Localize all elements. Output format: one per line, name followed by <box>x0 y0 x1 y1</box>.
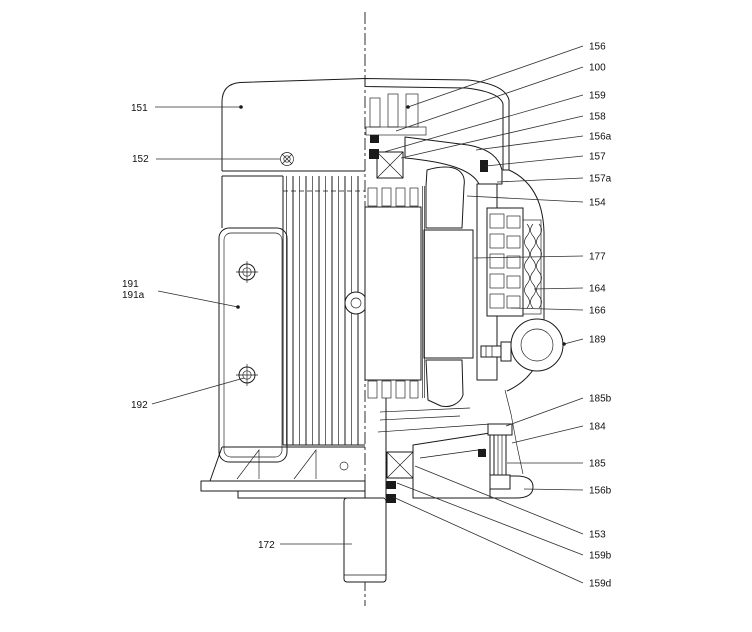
flange-section <box>377 407 534 503</box>
leader-177 <box>473 255 584 259</box>
flange-hatched <box>412 432 491 499</box>
label-156b: 156b <box>589 486 612 497</box>
leader-185b <box>505 397 584 427</box>
leader-156 <box>407 45 584 108</box>
label-192: 192 <box>131 400 148 411</box>
top-cap-exterior <box>221 78 366 172</box>
label-189: 189 <box>589 335 606 346</box>
label-177: 177 <box>589 252 606 263</box>
leader-159 <box>383 94 584 153</box>
base-flange-lip <box>237 490 366 499</box>
leader-189 <box>563 338 584 345</box>
lifting-eye-boss <box>510 318 564 372</box>
rotor-core <box>364 206 422 381</box>
callouts-right: 156 100 159 158 156a 157 157a 154 177 16… <box>383 42 612 590</box>
label-185: 185 <box>589 459 606 470</box>
leader-159b <box>396 482 584 556</box>
terminal-pins <box>365 93 427 136</box>
label-153: 153 <box>589 530 606 541</box>
label-151: 151 <box>131 103 148 114</box>
label-184: 184 <box>589 422 606 433</box>
stator-laminations <box>423 229 474 359</box>
clamp-bolt <box>487 423 513 490</box>
flange-foot <box>489 475 534 499</box>
leader-156b <box>523 488 584 491</box>
leader-192 <box>151 377 245 405</box>
flange-seal <box>478 449 486 457</box>
label-157: 157 <box>589 152 606 163</box>
label-156: 156 <box>589 42 606 53</box>
base-exterior <box>200 446 366 499</box>
label-152: 152 <box>132 154 149 165</box>
output-shaft <box>343 497 387 583</box>
leader-158 <box>400 115 584 159</box>
leader-184 <box>511 425 584 444</box>
leader-157 <box>485 155 584 167</box>
plate-screw-bottom <box>236 364 258 386</box>
right-cover <box>480 169 564 475</box>
lower-oring-2 <box>386 494 396 503</box>
leader-159d <box>392 496 584 584</box>
fin-boss <box>344 291 368 315</box>
label-159: 159 <box>589 91 606 102</box>
label-158: 158 <box>589 112 606 123</box>
upper-oring <box>369 149 379 159</box>
base-flange <box>200 480 366 492</box>
lower-ball-bearing <box>386 451 414 479</box>
leader-154 <box>466 195 584 203</box>
upper-seal-ring <box>370 135 379 143</box>
label-172: 172 <box>258 540 275 551</box>
stator-winding-bottom <box>425 359 464 407</box>
corrugated-insert <box>524 223 542 309</box>
leader-164 <box>533 287 584 290</box>
label-166: 166 <box>589 306 606 317</box>
label-100: 100 <box>589 63 606 74</box>
label-159d: 159d <box>589 579 611 590</box>
label-159b: 159b <box>589 551 612 562</box>
upper-bearing-assembly <box>369 135 503 185</box>
leader-191 <box>157 290 239 308</box>
lower-oring-1 <box>386 481 396 489</box>
label-154: 154 <box>589 198 606 209</box>
label-185b: 185b <box>589 394 612 405</box>
leader-157a <box>496 177 584 183</box>
label-164: 164 <box>589 284 606 295</box>
cap-screw <box>280 152 294 166</box>
label-156a: 156a <box>589 132 612 143</box>
upper-ball-bearing <box>376 151 404 179</box>
plate-screw-top <box>236 261 258 283</box>
label-157a: 157a <box>589 174 612 185</box>
stator-section <box>423 166 498 407</box>
leader-156a <box>475 135 584 151</box>
cooling-insert-pocket <box>522 219 542 315</box>
leader-153 <box>414 465 584 535</box>
stator-winding-top <box>425 166 465 229</box>
callouts-left: 151 152 191 191a 192 172 <box>122 103 352 551</box>
label-191: 191 <box>122 279 139 290</box>
electronics-stack <box>486 207 524 317</box>
cooling-fins <box>282 176 368 446</box>
leader-166 <box>510 307 584 311</box>
top-cap-section <box>364 78 510 171</box>
side-cover-plate <box>218 175 288 463</box>
side-bolt <box>480 341 512 362</box>
rotor-section <box>364 186 425 498</box>
shoulder-seal <box>480 160 488 172</box>
label-191a: 191a <box>122 290 145 301</box>
leader-100 <box>395 66 584 132</box>
